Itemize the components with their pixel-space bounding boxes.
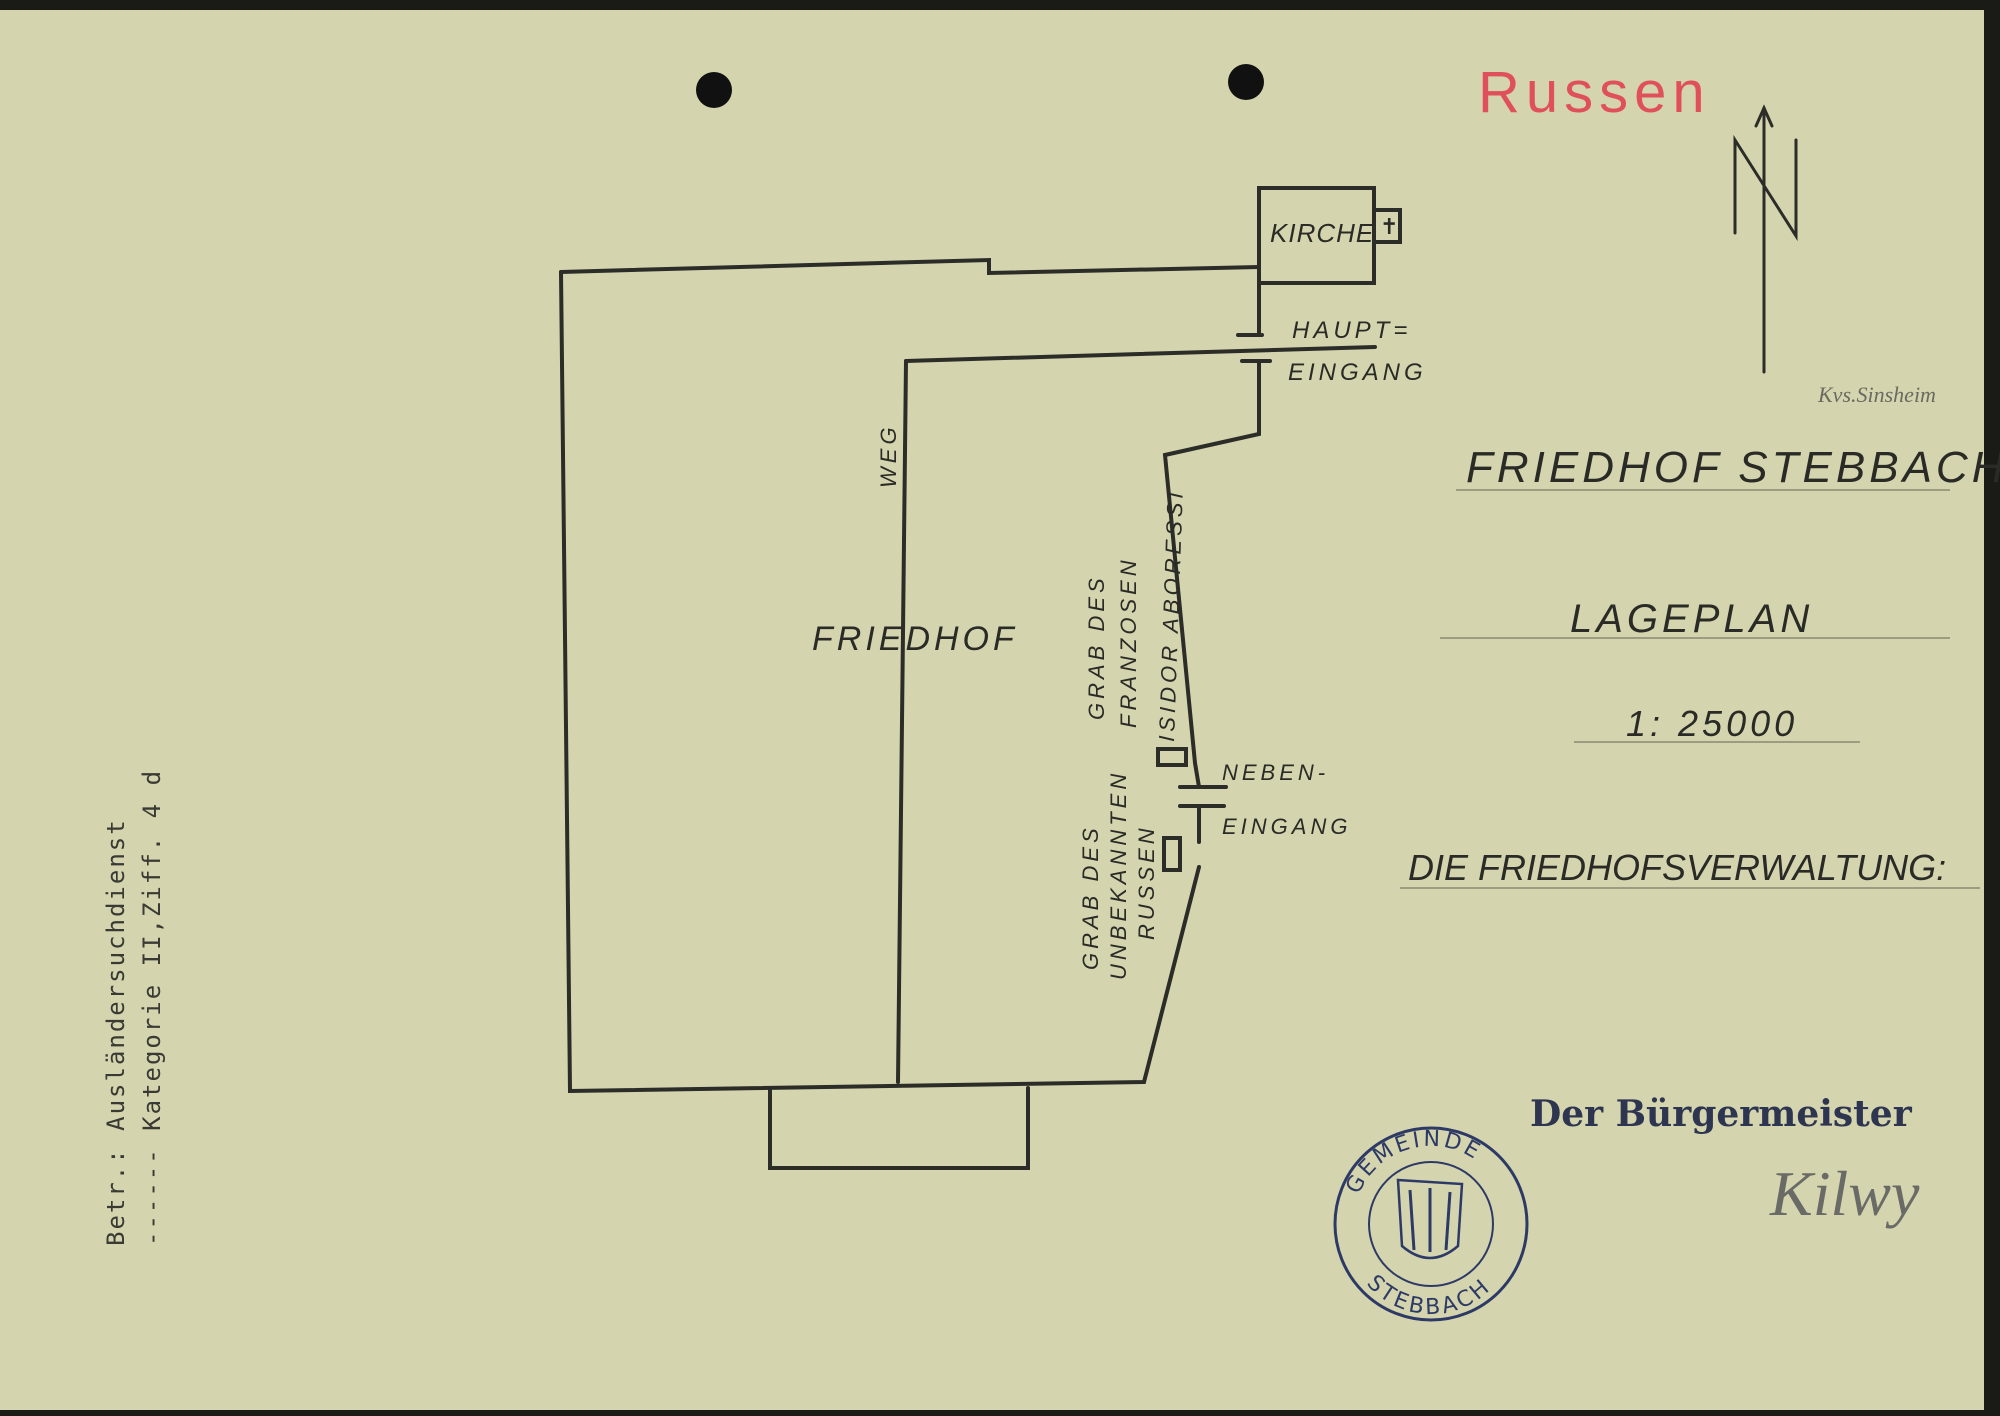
reference-line-1: Betr.: Ausländersuchdienst [102, 818, 130, 1246]
authority: DIE FRIEDHOFSVERWALTUNG: [1408, 847, 1946, 888]
cemetery-label: FRIEDHOF [812, 620, 1018, 658]
russian-grave-label: GRAB DES UNBEKANNTEN RUSSEN [1078, 770, 1159, 980]
municipal-stamp [1333, 1126, 1529, 1322]
north-arrow-icon [1733, 104, 1798, 374]
punch-hole [696, 72, 732, 108]
red-annotation: Russen [1478, 60, 1711, 125]
cemetery-map [559, 186, 1402, 1170]
paper [0, 10, 1984, 1410]
french-grave-label: GRAB DES FRANZOSEN ISIDOR ABORESSI [1084, 488, 1188, 742]
title: FRIEDHOF STEBBACH [1466, 443, 2000, 492]
cross-icon: ✝ [1380, 214, 1398, 239]
side-entrance-label: EINGANG [1222, 814, 1351, 839]
mayor-title: Der Bürgermeister [1530, 1093, 1913, 1135]
main-entrance-label: EINGANG [1288, 359, 1427, 386]
subtitle: LAGEPLAN [1570, 597, 1813, 641]
path-label: WEG [876, 423, 901, 488]
punch-hole [1228, 64, 1264, 100]
reference-line-2: ------ Kategorie II,Ziff. 4 d [138, 769, 166, 1246]
church-label: KIRCHE [1270, 218, 1374, 248]
label-line: RUSSEN [1134, 824, 1159, 940]
label-line: GRAB DES [1084, 574, 1109, 720]
label-line: GRAB DES [1078, 824, 1103, 970]
label-line: FRANZOSEN [1116, 556, 1141, 728]
signature: Kilwy [1769, 1158, 1920, 1229]
scale: 1: 25000 [1626, 703, 1798, 744]
main-entrance-label: HAUPT= [1292, 317, 1411, 344]
side-entrance-label: NEBEN- [1222, 760, 1329, 785]
pencil-annotation: Kvs.Sinsheim [1817, 382, 1936, 407]
label-line: UNBEKANNTEN [1106, 770, 1131, 980]
